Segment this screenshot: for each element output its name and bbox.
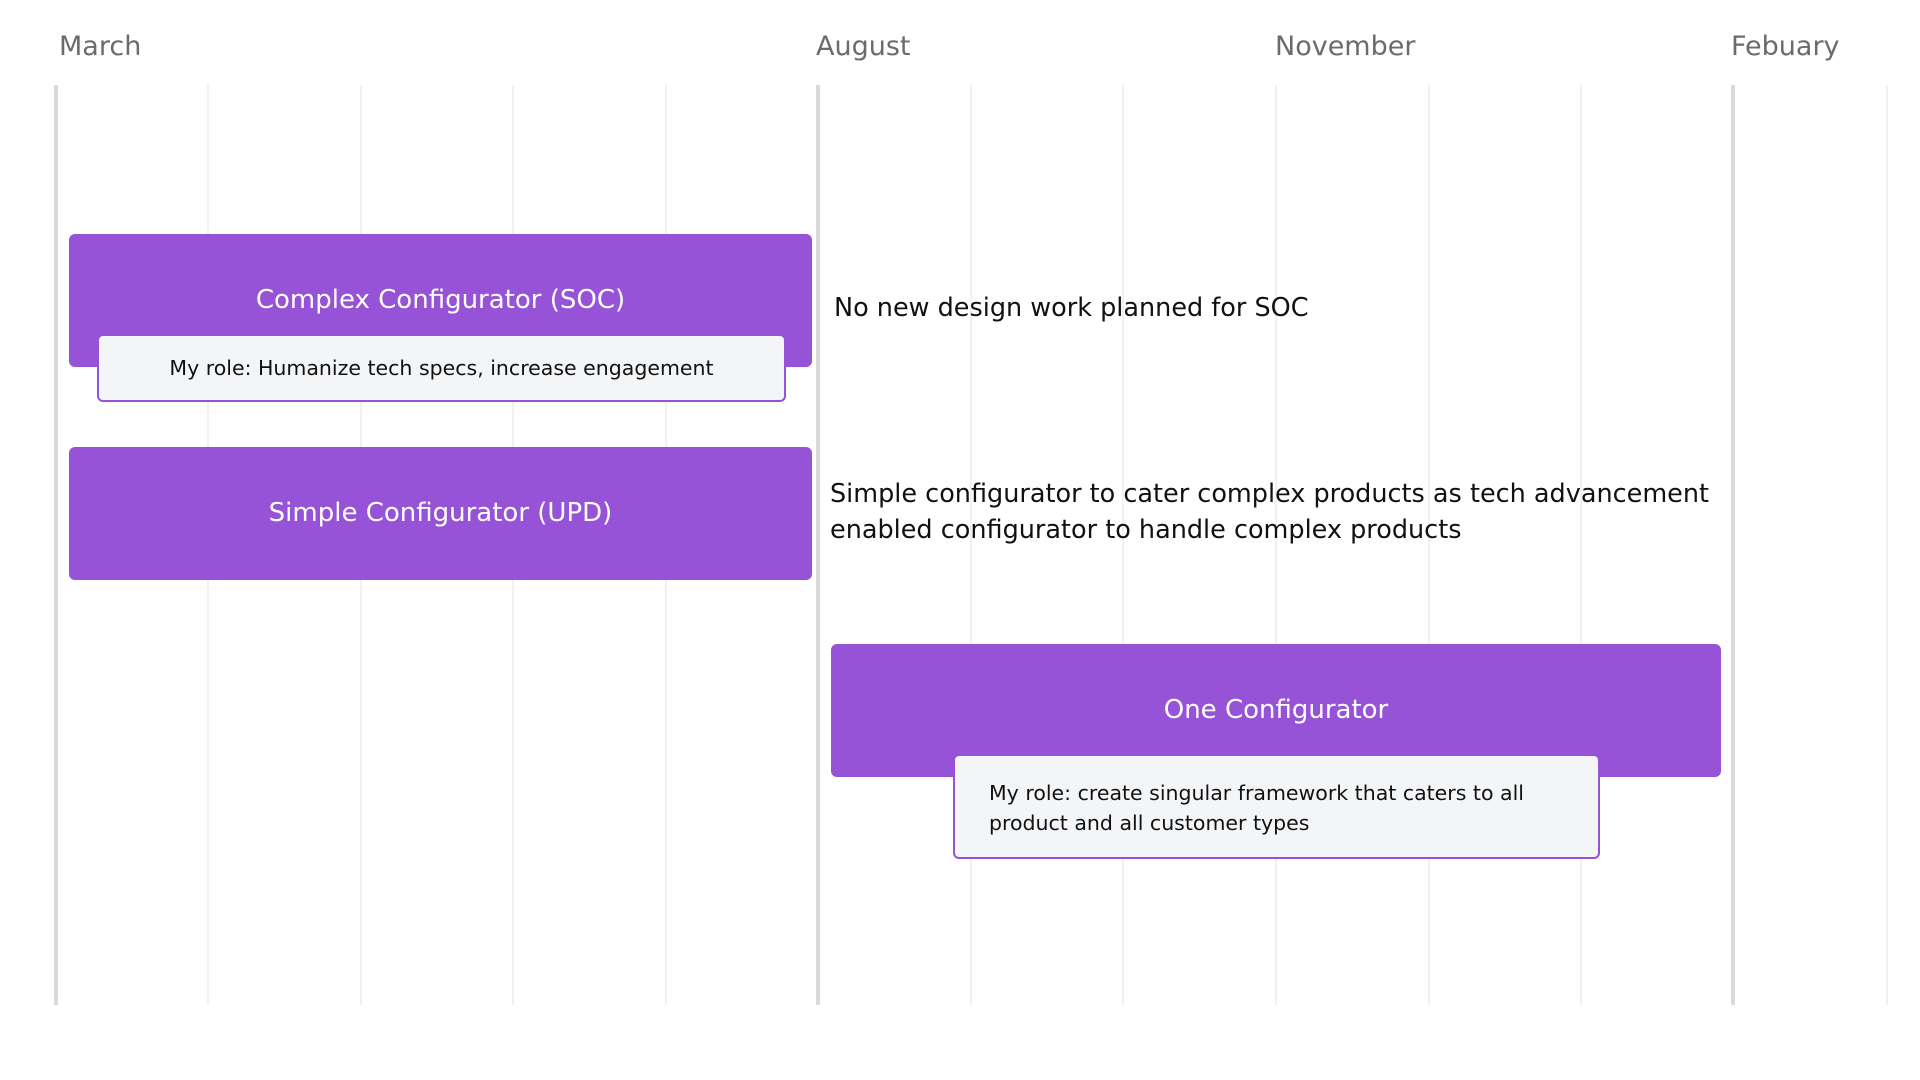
grid-line <box>1122 85 1124 1005</box>
bar-label: Simple Configurator (UPD) <box>268 498 613 528</box>
grid-line <box>970 85 972 1005</box>
description-simple-configurator: Simple configurator to cater complex pro… <box>830 476 1709 548</box>
grid-line <box>1275 85 1277 1005</box>
month-label-march: March <box>59 31 142 62</box>
month-label-august: August <box>816 31 911 62</box>
bar-simple-configurator: Simple Configurator (UPD) <box>69 447 812 580</box>
role-note-soc: My role: Humanize tech specs, increase e… <box>97 334 786 402</box>
grid-line <box>1886 85 1888 1005</box>
grid-line-major <box>54 85 58 1005</box>
role-note-line: product and all customer types <box>989 811 1310 835</box>
grid-line-major <box>1731 85 1735 1005</box>
description-soc: No new design work planned for SOC <box>834 293 1309 323</box>
bar-label: One Configurator <box>1163 695 1389 725</box>
role-note-one-configurator: My role: create singular framework that … <box>953 754 1600 859</box>
grid-line <box>1580 85 1582 1005</box>
role-note-line: My role: create singular framework that … <box>989 781 1524 805</box>
month-label-november: November <box>1275 31 1416 62</box>
role-note-text: My role: Humanize tech specs, increase e… <box>169 356 714 380</box>
bar-label: Complex Configurator (SOC) <box>255 285 626 315</box>
description-line: enabled configurator to handle complex p… <box>830 515 1462 545</box>
description-line: Simple configurator to cater complex pro… <box>830 479 1710 509</box>
month-label-febuary: Febuary <box>1731 31 1840 62</box>
grid-line-major <box>816 85 820 1005</box>
grid-line <box>1428 85 1430 1005</box>
